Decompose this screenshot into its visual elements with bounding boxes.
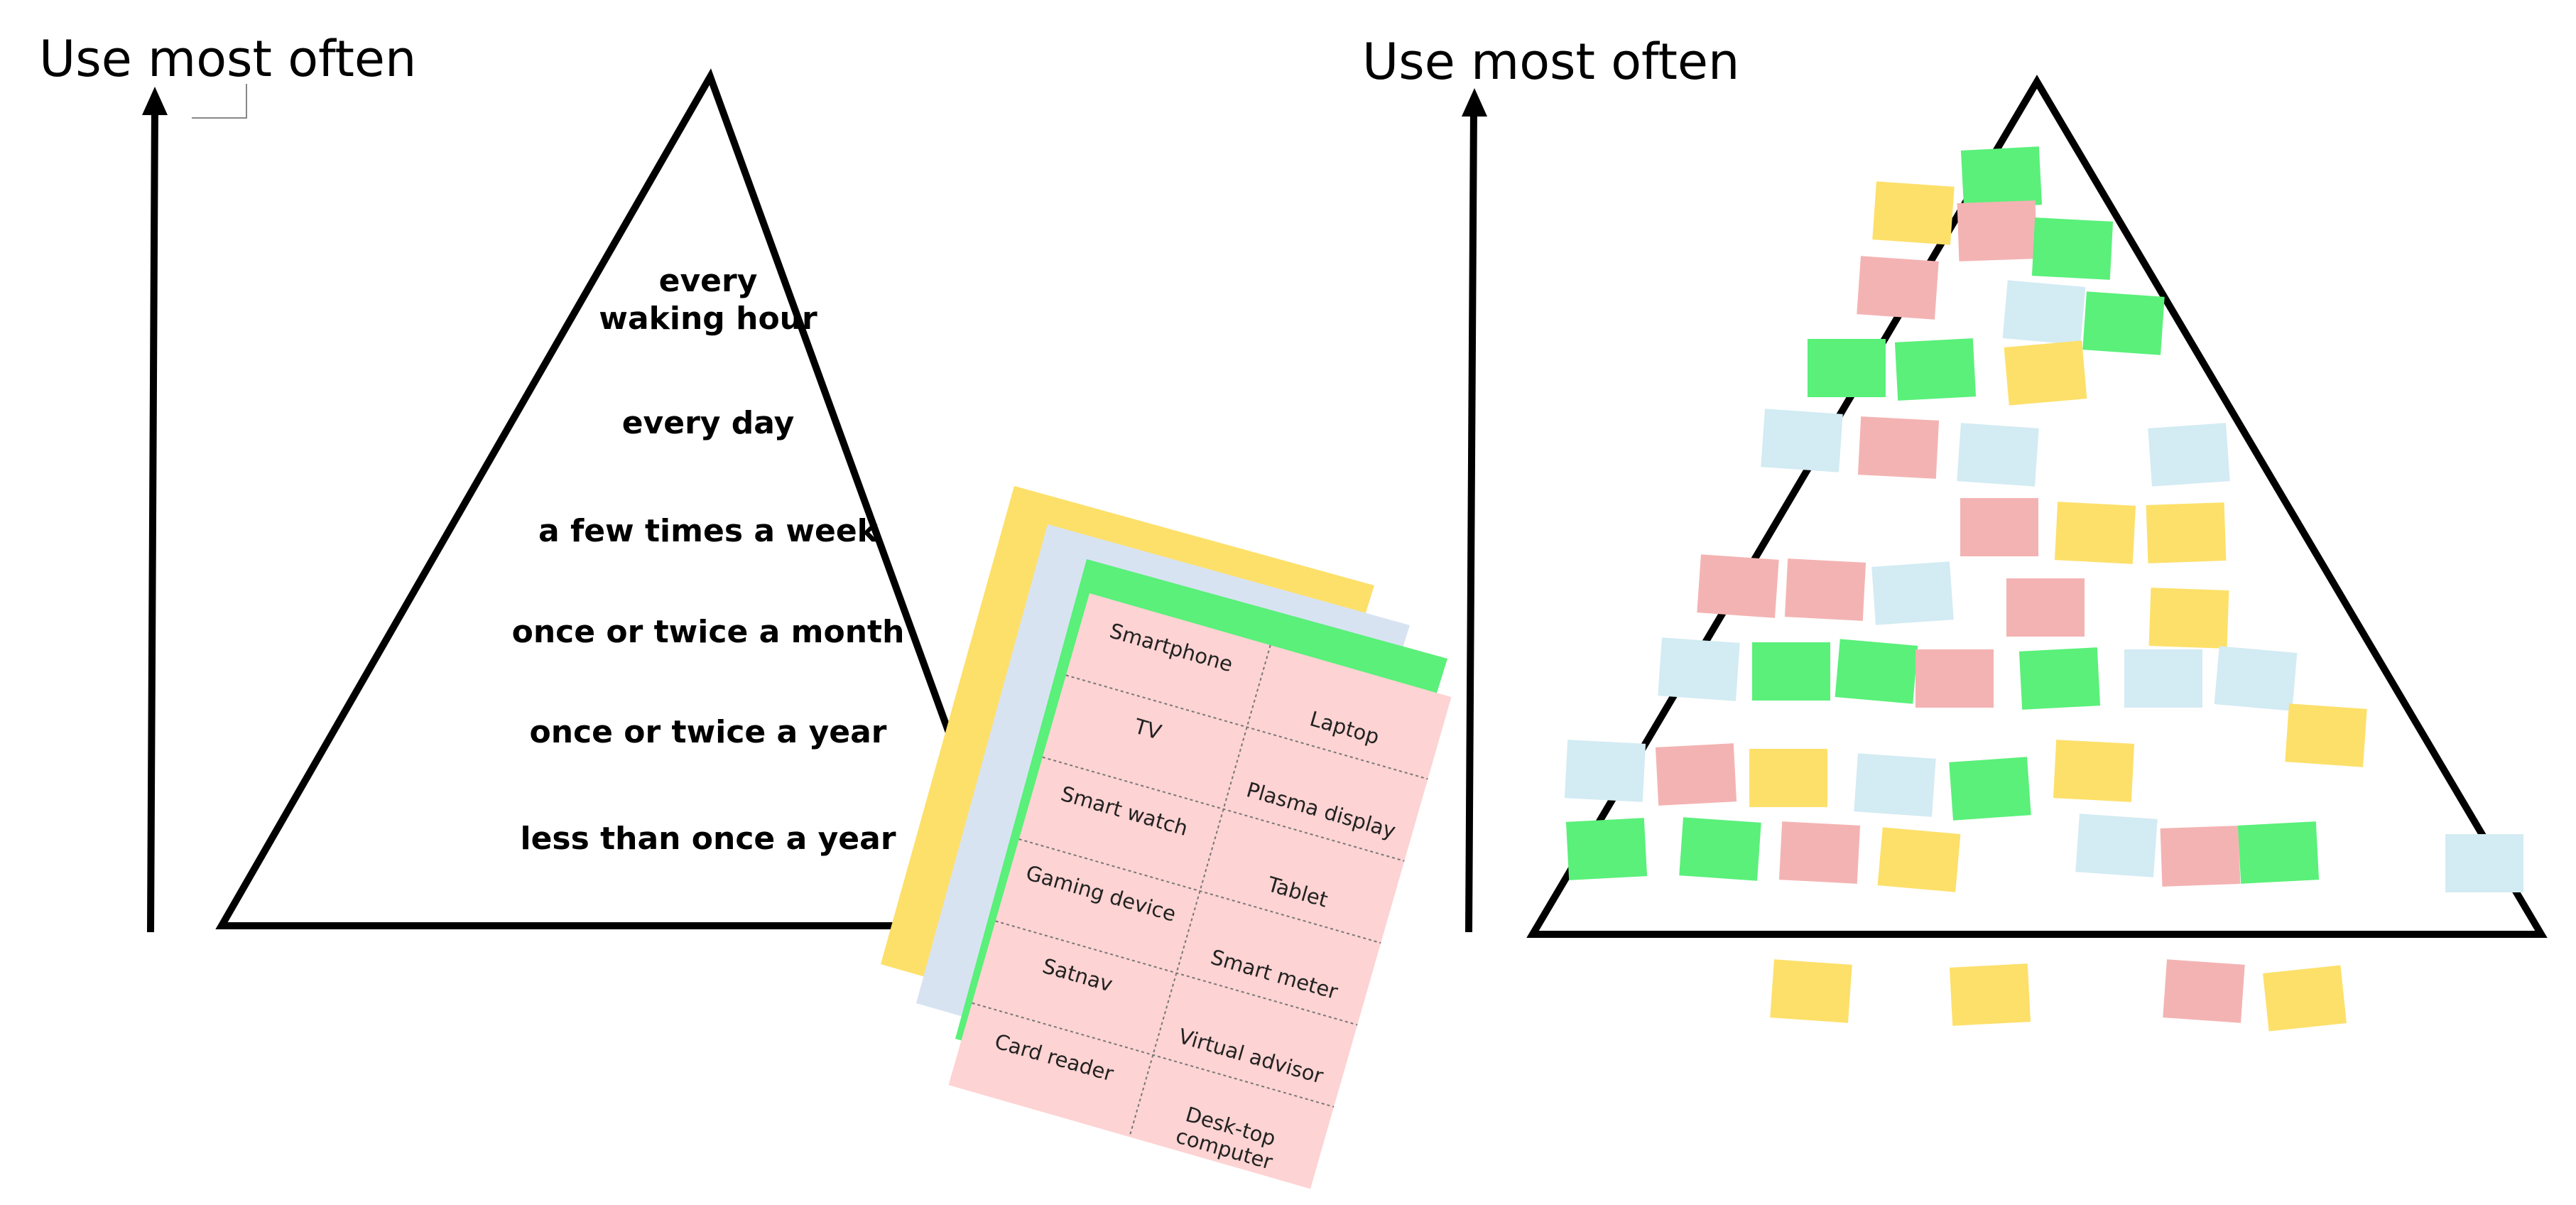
sticky-note-green	[2018, 647, 2101, 710]
sticky-note-pink	[1784, 558, 1866, 621]
left-arrow-head	[142, 87, 168, 115]
sticky-note-green	[1949, 757, 2031, 821]
card-grid-line	[972, 1002, 1335, 1108]
frequency-level-2: every day	[621, 405, 795, 441]
sticky-note-blue	[2214, 646, 2298, 711]
sticky-note-blue	[2124, 649, 2202, 708]
sticky-note-green	[1679, 817, 1761, 881]
sticky-note-green	[2237, 821, 2320, 884]
sticky-note-pink	[2160, 826, 2241, 887]
sticky-note-blue	[1564, 740, 1646, 802]
frequency-level-3: a few times a week	[538, 513, 878, 549]
sticky-note-blue	[1854, 753, 1936, 817]
sticky-note-green	[1835, 639, 1918, 704]
sticky-note-pink	[1778, 821, 1861, 884]
card-grid-line	[1065, 674, 1428, 780]
sticky-note-pink	[1915, 649, 1994, 708]
sticky-note-yellow	[2285, 703, 2367, 767]
sticky-note-yellow	[1770, 959, 1852, 1023]
sticky-note-blue	[2148, 423, 2230, 487]
sticky-note-blue	[1658, 637, 1740, 701]
sticky-note-green	[1752, 642, 1830, 701]
left-axis-title: Use most often	[39, 30, 417, 88]
sticky-note-yellow	[2148, 588, 2229, 649]
sticky-note-blue	[2002, 280, 2086, 345]
text-cursor-mark	[192, 84, 247, 119]
sticky-note-green	[1960, 146, 2043, 209]
sticky-note-pink	[1957, 200, 2038, 261]
left-vertical-arrow	[147, 106, 158, 933]
right-vertical-arrow	[1465, 106, 1477, 933]
sticky-note-yellow	[1749, 749, 1827, 807]
sticky-note-yellow	[2004, 340, 2087, 406]
sticky-note-blue	[1957, 423, 2039, 487]
sticky-note-yellow	[2053, 740, 2135, 802]
card-grid-line	[995, 920, 1358, 1026]
sticky-note-pink	[1857, 416, 1940, 479]
right-arrow-head	[1462, 88, 1487, 117]
frequency-level-1: every waking hour	[599, 263, 817, 337]
sticky-note-yellow	[1949, 963, 2031, 1026]
sticky-note-pink	[1857, 256, 1939, 320]
frequency-level-6: less than once a year	[520, 821, 896, 857]
frequency-level-4: once or twice a month	[511, 614, 905, 650]
frequency-level-5: once or twice a year	[529, 714, 887, 750]
card-grid-line	[1018, 838, 1381, 944]
sticky-note-pink	[1655, 743, 1737, 806]
card-grid-line	[1042, 756, 1405, 862]
sticky-note-green	[1894, 338, 1977, 401]
sticky-note-yellow	[2054, 502, 2136, 564]
sticky-note-yellow	[2263, 965, 2347, 1032]
sticky-note-yellow	[2146, 502, 2227, 563]
sticky-note-green	[1565, 818, 1648, 880]
sticky-note-green	[2082, 291, 2165, 355]
right-axis-title: Use most often	[1362, 33, 1740, 91]
sticky-note-yellow	[1872, 181, 1955, 245]
sticky-note-blue	[2075, 814, 2158, 877]
sticky-note-blue	[1761, 409, 1843, 472]
sticky-note-blue	[2445, 834, 2523, 892]
sticky-note-pink	[2006, 578, 2085, 637]
card-pink-device-list	[948, 593, 1452, 1189]
sticky-note-green	[1808, 339, 1886, 397]
left-pyramid	[215, 68, 1025, 929]
sticky-note-pink	[1960, 498, 2038, 556]
sticky-note-pink	[1697, 554, 1779, 618]
sticky-note-pink	[2163, 959, 2245, 1023]
sticky-note-blue	[1871, 561, 1954, 625]
sticky-note-green	[2031, 217, 2114, 280]
sticky-note-yellow	[1877, 827, 1961, 892]
